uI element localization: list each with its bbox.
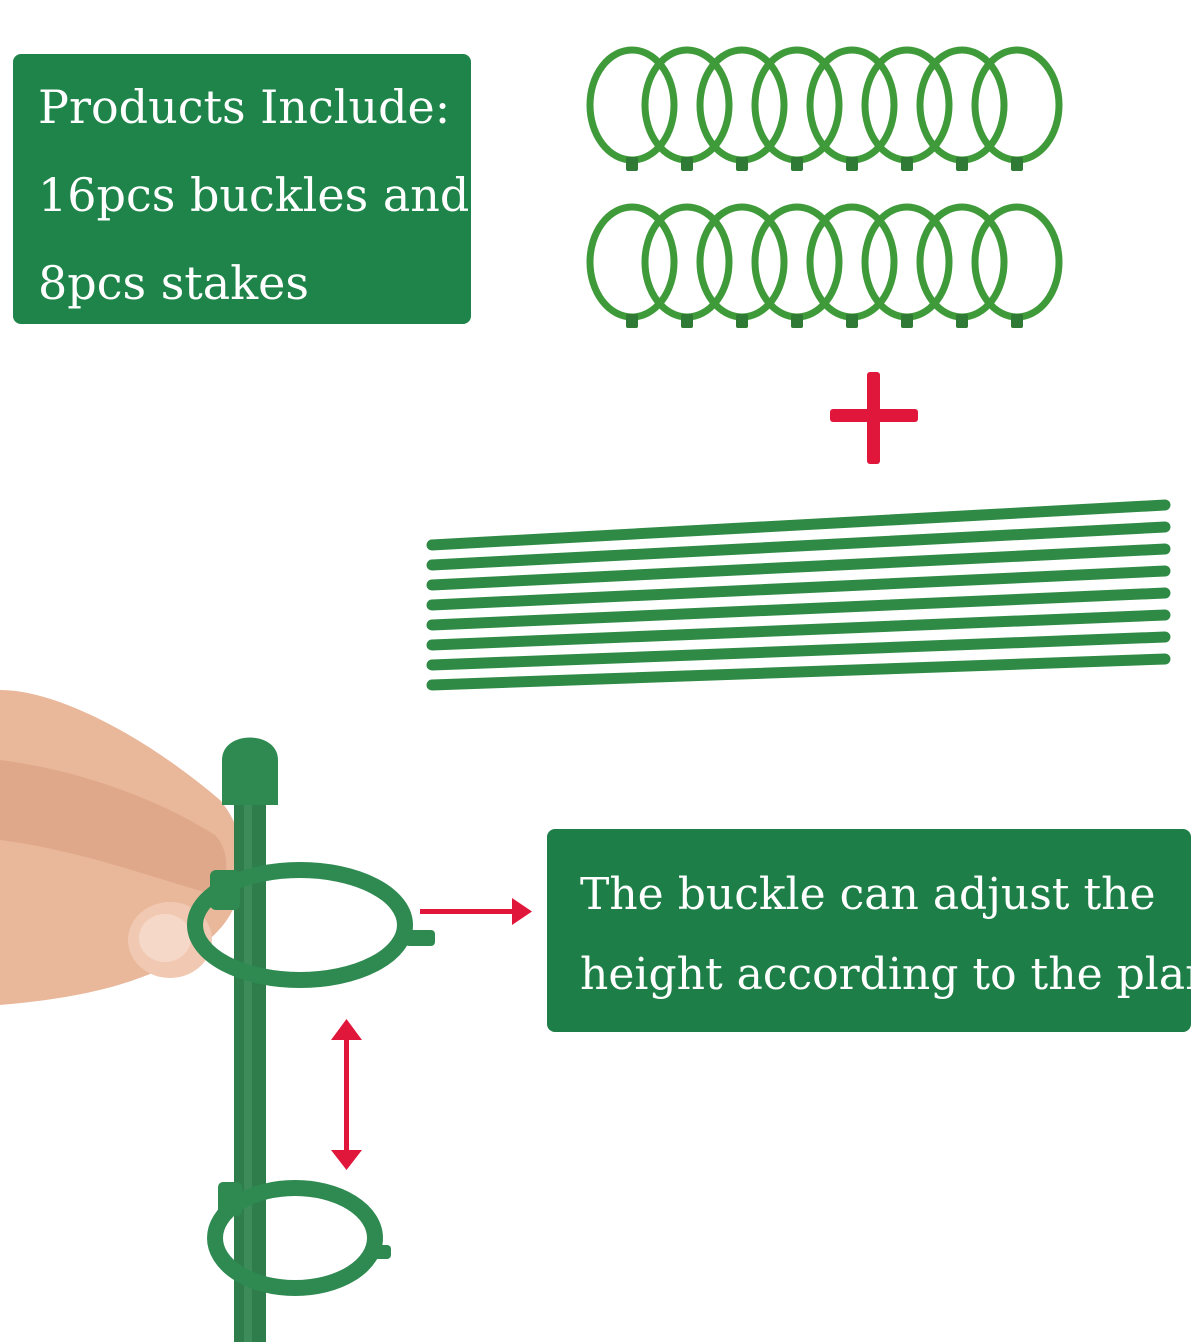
buckle-clip — [1011, 157, 1023, 171]
buckle-clip — [956, 157, 968, 171]
buckle-clip — [681, 314, 693, 328]
double-arrow-icon — [331, 1019, 362, 1170]
stake — [426, 565, 1171, 611]
buckle-clip — [791, 314, 803, 328]
note-line-2: height according to the plant — [580, 949, 1200, 1000]
buckle-clip — [901, 157, 913, 171]
contents-line-2: 16pcs buckles and — [38, 168, 470, 222]
buckle-clip — [626, 314, 638, 328]
contents-line-1: Products Include: — [38, 80, 451, 134]
buckle-adjust-note-box: The buckle can adjust the height accordi… — [547, 829, 1200, 1032]
buckle-clip — [846, 157, 858, 171]
buckle-clip — [956, 314, 968, 328]
buckle-ring — [971, 203, 1063, 321]
plus-icon — [830, 372, 918, 464]
buckle-clip — [1011, 314, 1023, 328]
stake — [426, 587, 1171, 631]
buckle-clip — [626, 157, 638, 171]
contents-line-3: 8pcs stakes — [38, 256, 309, 310]
buckle-rings-group — [586, 46, 1063, 328]
right-arrow-icon — [420, 898, 532, 925]
buckle-clip — [901, 314, 913, 328]
stakes-group — [426, 499, 1171, 691]
stake-with-buckles — [187, 737, 435, 1342]
note-line-1: The buckle can adjust the — [580, 869, 1156, 920]
hand-image — [0, 690, 244, 1005]
buckle-clip — [846, 314, 858, 328]
stake — [426, 543, 1171, 591]
stake — [426, 653, 1171, 691]
product-contents-box: Products Include: 16pcs buckles and 8pcs… — [13, 54, 471, 324]
stake — [426, 499, 1171, 551]
buckle-clip — [681, 157, 693, 171]
stake — [426, 631, 1171, 671]
stake — [426, 609, 1171, 651]
buckle-clip — [736, 157, 748, 171]
buckle-ring — [971, 46, 1063, 164]
stake — [426, 521, 1171, 571]
buckle-clip — [736, 314, 748, 328]
buckle-clip — [791, 157, 803, 171]
